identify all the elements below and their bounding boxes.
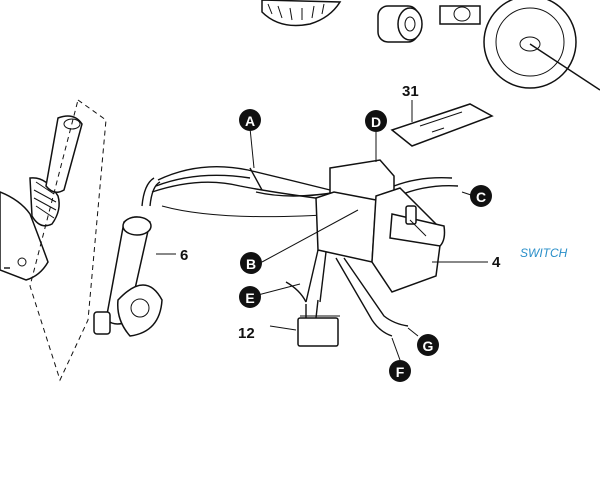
callout-C-circle (470, 185, 492, 207)
callout-A: A (239, 109, 261, 131)
callout-G-letter: G (423, 338, 434, 354)
callout-A-circle (239, 109, 261, 131)
part-number-31: 31 (402, 83, 419, 100)
callout-B: B (240, 252, 262, 274)
part-number-6: 6 (180, 247, 188, 264)
callout-F-circle (389, 360, 411, 382)
switch-body (315, 159, 446, 293)
capacitor (297, 299, 340, 347)
callout-F: F (389, 360, 411, 382)
switch-annotation: SWITCH (520, 246, 568, 260)
callout-A-letter: A (245, 113, 255, 129)
callout-G-circle (417, 334, 439, 356)
callout-G: G (417, 334, 439, 356)
dashed-enclosure (29, 99, 107, 382)
callout-B-letter: B (246, 256, 256, 272)
callout-D-circle (365, 110, 387, 132)
callout-C: C (470, 185, 492, 207)
cord-clamp (93, 177, 163, 337)
callout-E-circle (239, 286, 261, 308)
callout-C-letter: C (476, 189, 486, 205)
gear-assembly (261, 0, 600, 91)
callout-D: D (365, 110, 387, 132)
switch-trigger-plate (390, 103, 494, 147)
part-number-4: 4 (492, 254, 501, 271)
leader-lines (156, 100, 488, 361)
callout-F-letter: F (396, 364, 405, 380)
callout-E: E (239, 286, 261, 308)
callout-E-letter: E (245, 290, 254, 306)
power-plug (0, 115, 83, 281)
callout-D-letter: D (371, 114, 381, 130)
part-number-12: 12 (238, 325, 255, 342)
callout-B-circle (240, 252, 262, 274)
